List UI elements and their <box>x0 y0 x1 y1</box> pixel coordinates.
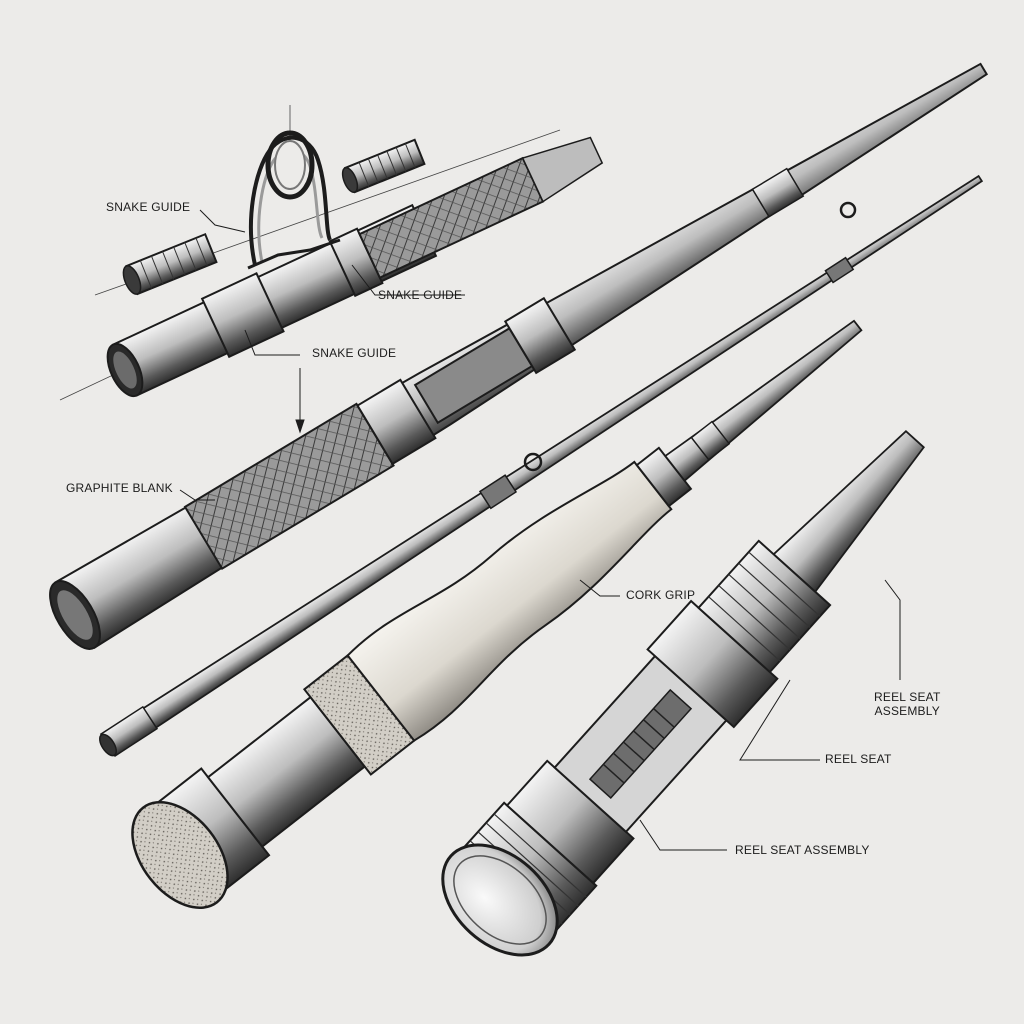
small-guide-ring <box>523 452 543 472</box>
thin-guide-rod <box>99 174 984 757</box>
callout-leaders <box>179 209 901 851</box>
label-snake-guide-mid: SNAKE GUIDE <box>378 288 463 302</box>
top-guide-assembly <box>59 105 604 401</box>
label-reel-seat-assembly-upper-line1: REEL SEAT <box>874 690 941 704</box>
thread-sleeve-left <box>122 232 218 296</box>
label-snake-guide-top: SNAKE GUIDE <box>106 200 191 214</box>
label-reel-seat-assembly-upper: REEL SEAT ASSEMBLY <box>874 690 941 718</box>
thread-sleeve-right <box>341 138 426 194</box>
cork-grip-body <box>346 460 673 742</box>
label-cork-grip: CORK GRIP <box>626 588 696 602</box>
label-snake-guide-low: SNAKE GUIDE <box>312 346 397 360</box>
small-guide-ring <box>839 201 857 219</box>
graphite-blank-rod <box>49 62 989 650</box>
snake-guide-ring <box>247 130 341 270</box>
end-cap-lens <box>441 843 559 957</box>
label-reel-seat-assembly-lower: REEL SEAT ASSEMBLY <box>735 843 870 857</box>
label-reel-seat: REEL SEAT <box>825 752 892 766</box>
label-reel-seat-assembly-upper-line2: ASSEMBLY <box>874 704 940 718</box>
cork-grip-rod <box>131 319 863 910</box>
reel-seat-rod <box>441 430 925 957</box>
butt-cap <box>131 800 229 910</box>
label-graphite-blank: GRAPHITE BLANK <box>66 481 173 495</box>
